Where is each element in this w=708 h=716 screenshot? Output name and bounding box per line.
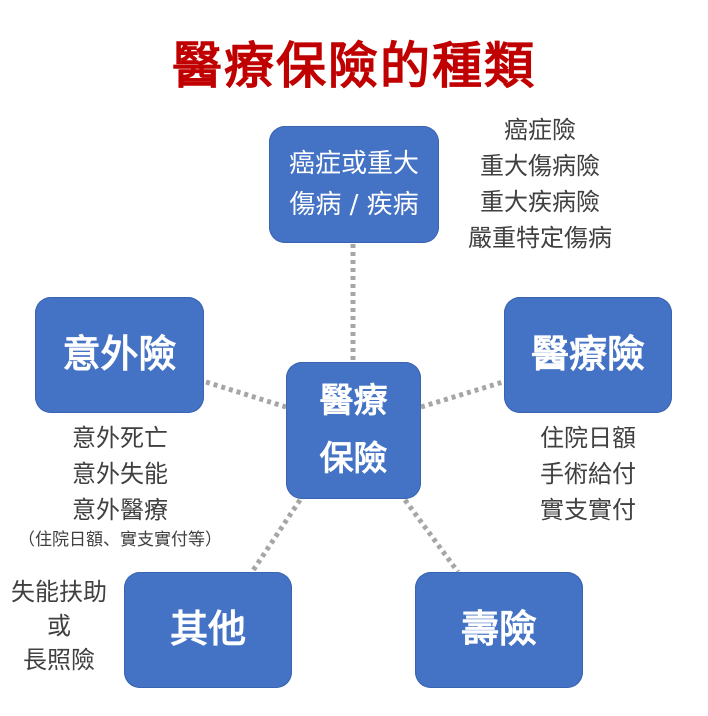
other-item: 或: [47, 612, 71, 640]
accident-item: 意外失能: [72, 460, 168, 488]
medical-item: 住院日額: [540, 424, 636, 452]
accident-items: 意外死亡 意外失能 意外醫療 （住院日額、實支實付等）: [10, 420, 230, 552]
center-line-2: 保險: [319, 438, 388, 479]
node-other-label: 其他: [169, 607, 246, 652]
cancer-item: 癌症險: [504, 116, 576, 144]
diagram-title: 醫療保險的種類: [172, 37, 536, 95]
node-cancer-line-1: 癌症或重大: [288, 149, 419, 180]
cancer-items: 癌症險 重大傷病險 重大疾病險 嚴重特定傷病: [455, 112, 625, 256]
other-item: 長照險: [23, 646, 95, 674]
medical-items: 住院日額 手術給付 實支實付: [518, 420, 658, 528]
center-line-1: 醫療: [319, 380, 388, 421]
cancer-item: 重大疾病險: [480, 188, 600, 216]
connector-accident: [205, 379, 287, 410]
cancer-item: 嚴重特定傷病: [468, 224, 612, 252]
node-life-insurance: 壽險: [415, 572, 583, 688]
node-cancer-critical-illness: 癌症或重大 傷病 / 疾病: [269, 126, 439, 243]
other-item: 失能扶助: [11, 578, 107, 606]
medical-item: 實支實付: [540, 496, 636, 524]
connector-medical: [420, 379, 504, 410]
node-medical-label: 醫療險: [530, 332, 645, 377]
connector-other: [249, 498, 303, 574]
connector-life: [402, 498, 461, 574]
medical-item: 手術給付: [540, 460, 636, 488]
node-accident-insurance: 意外險: [35, 297, 204, 413]
accident-item: 意外死亡: [72, 424, 168, 452]
node-medical-insurance: 醫療險: [504, 297, 672, 413]
node-life-label: 壽險: [460, 607, 537, 652]
cancer-item: 重大傷病險: [480, 152, 600, 180]
node-other-insurance: 其他: [124, 572, 292, 688]
accident-note: （住院日額、實支實付等）: [18, 530, 222, 550]
other-items: 失能扶助 或 長照險: [0, 575, 118, 677]
node-accident-label: 意外險: [62, 332, 177, 377]
node-center-medical-insurance: 醫療 保險: [286, 362, 421, 499]
accident-item: 意外醫療: [72, 496, 168, 524]
node-cancer-line-2: 傷病 / 疾病: [289, 189, 419, 220]
